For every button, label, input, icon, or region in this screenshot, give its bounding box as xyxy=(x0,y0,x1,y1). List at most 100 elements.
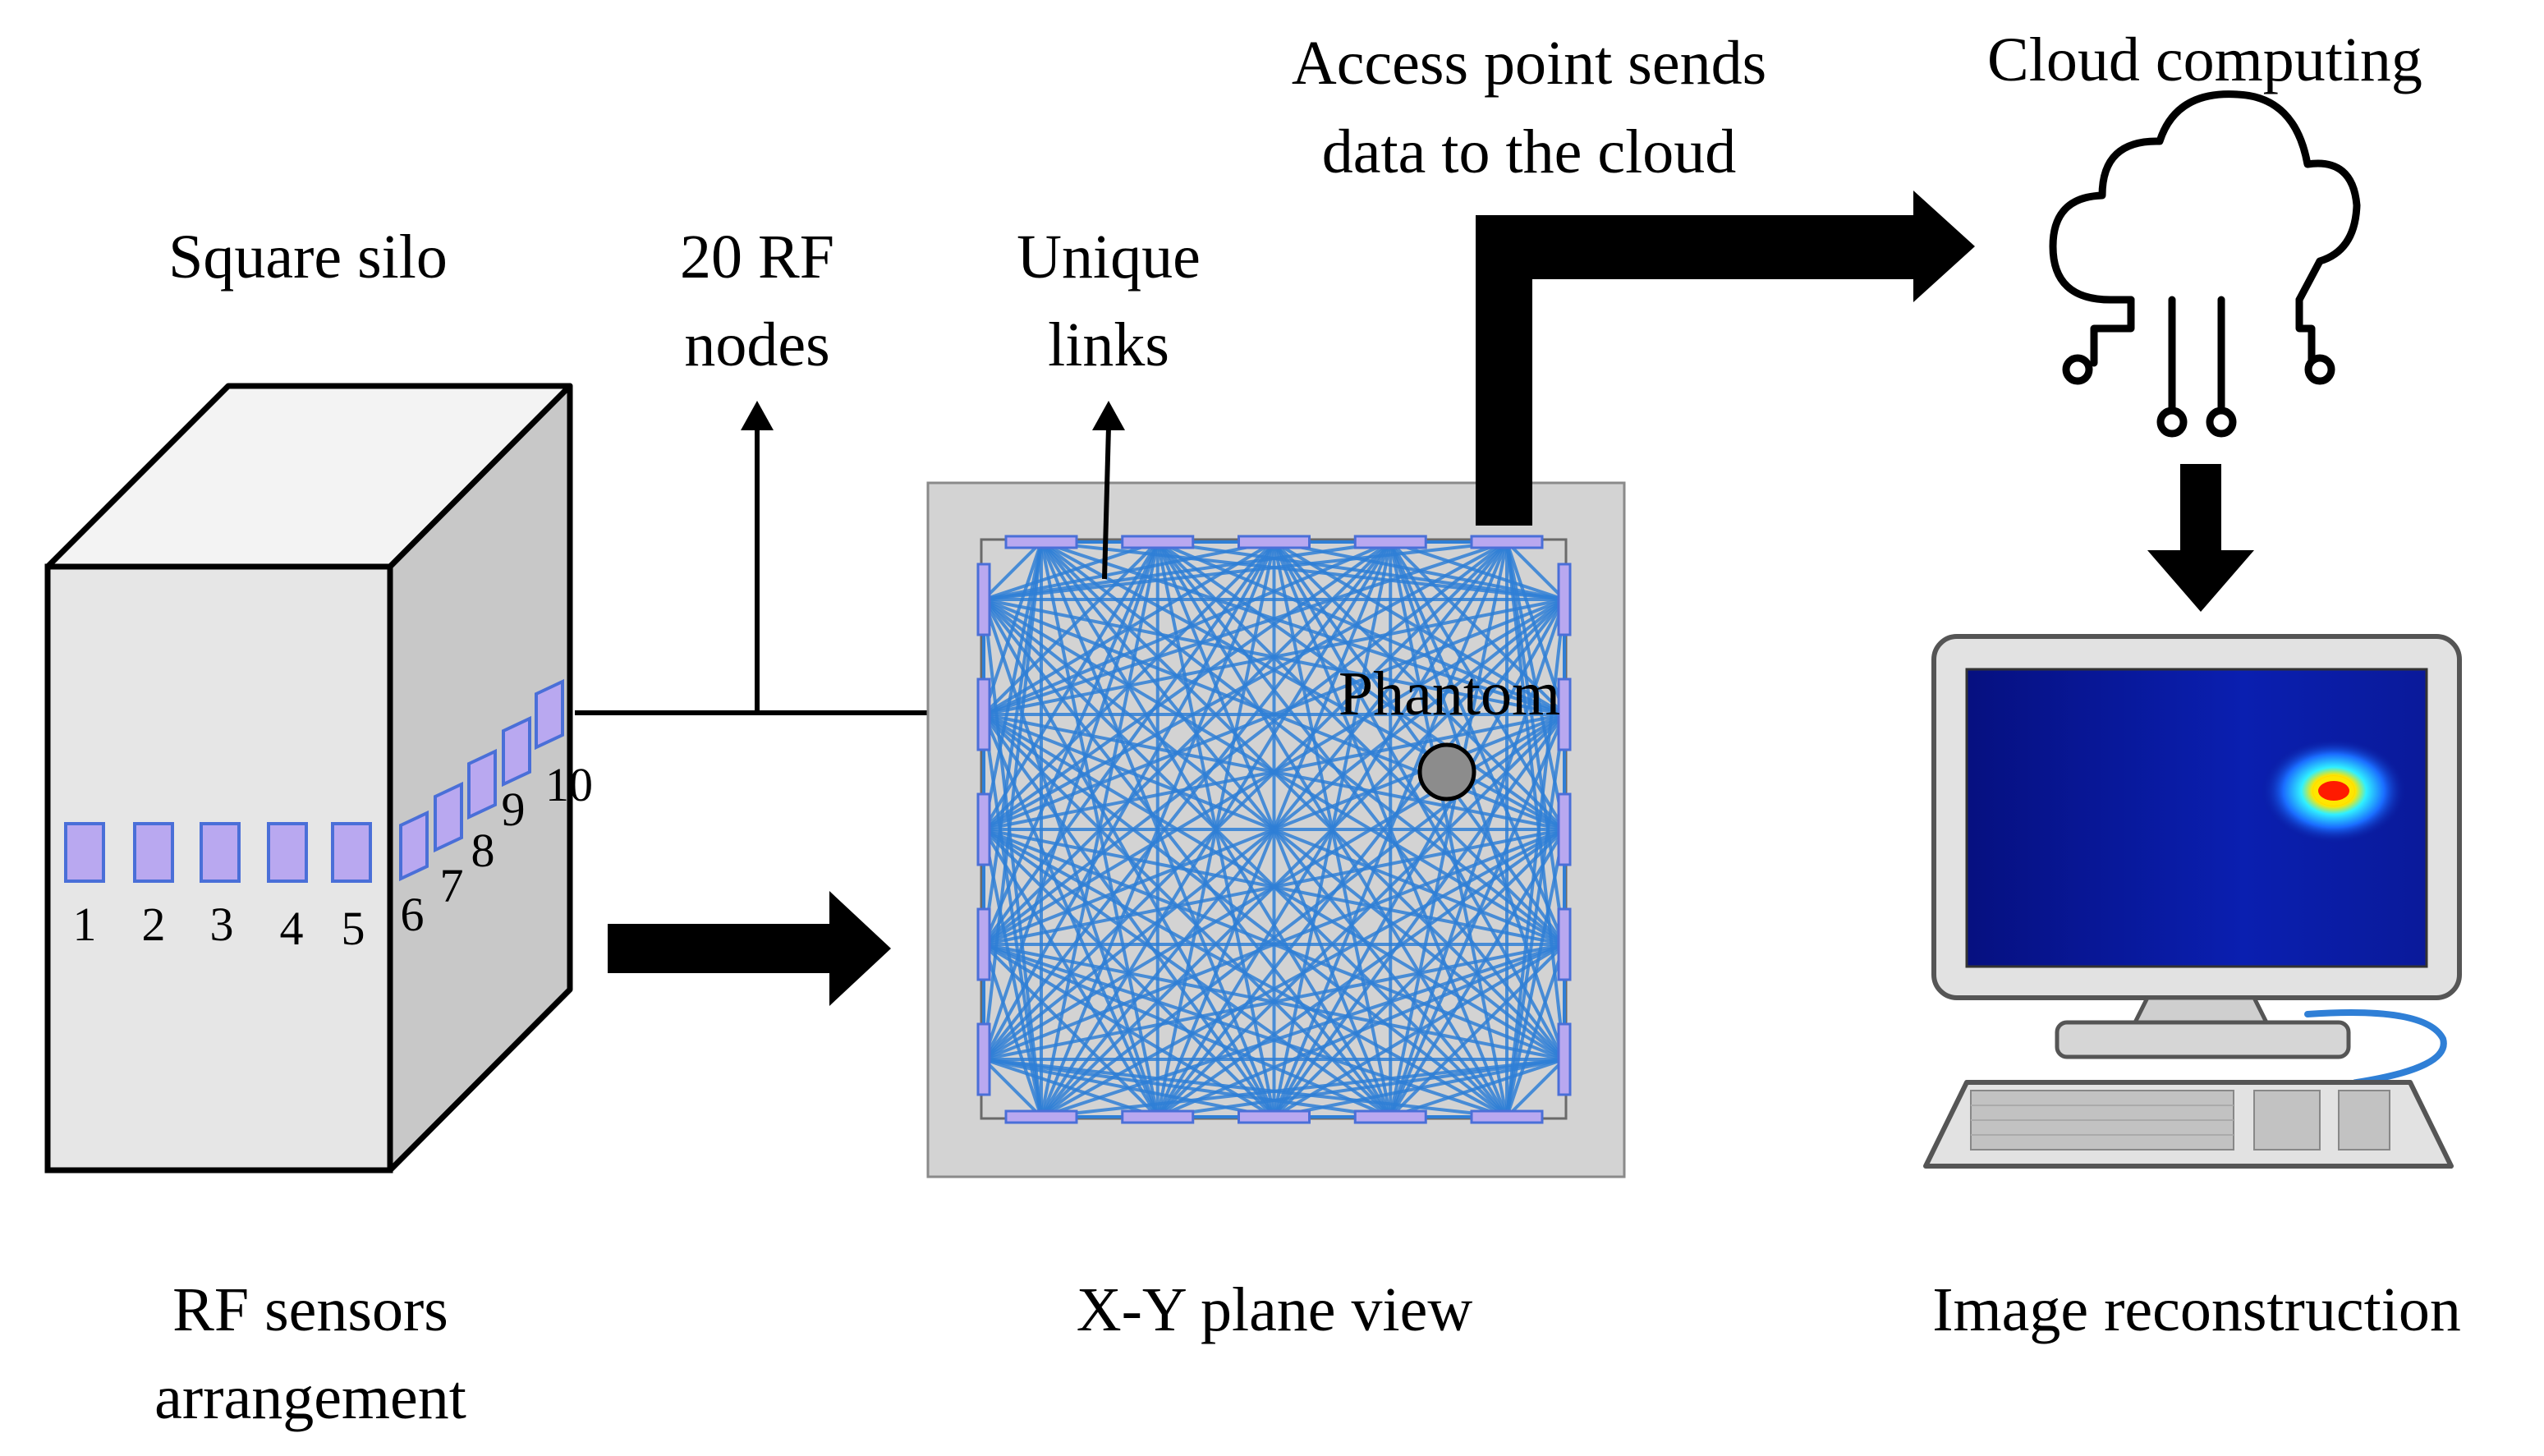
unique-link xyxy=(982,598,1392,1118)
unique-link xyxy=(982,713,1276,1118)
rf-sensor-7 xyxy=(434,781,463,853)
unique-link xyxy=(982,828,1159,1118)
rf-sensor-2 xyxy=(133,822,174,883)
rf-sensor-8 xyxy=(467,748,497,820)
unique-link xyxy=(982,828,1392,1118)
unique-link xyxy=(983,540,1274,601)
sensor-number-1: 1 xyxy=(73,898,97,951)
unique-link xyxy=(982,713,1508,1118)
rf-node-12 xyxy=(1353,1109,1427,1124)
sensor-number-7: 7 xyxy=(440,859,464,912)
unique-link xyxy=(982,944,1043,1118)
rf-nodes-connector xyxy=(575,427,977,715)
rf-node-7 xyxy=(1557,677,1572,751)
sensor-number-10: 10 xyxy=(545,758,593,811)
rf-node-4 xyxy=(1353,535,1427,549)
unique-links-arrowhead xyxy=(1092,401,1125,430)
unique-link xyxy=(983,598,1565,716)
xy-plane-view-label: X-Y plane view xyxy=(1077,1275,1473,1344)
rf-node-19 xyxy=(976,677,991,751)
front-sensors xyxy=(64,822,372,883)
rf-sensor-5 xyxy=(331,822,372,883)
unique-link xyxy=(982,714,1043,1118)
phantom-object xyxy=(1417,742,1476,801)
sensor-number-5: 5 xyxy=(342,902,365,955)
unique-link xyxy=(983,540,1391,601)
rf-sensors-label-line2: arrangement xyxy=(154,1363,466,1432)
image-reconstruction-label: Image reconstruction xyxy=(1932,1275,2461,1344)
square-silo-label: Square silo xyxy=(168,223,448,292)
rf-node-16 xyxy=(976,1022,991,1096)
mouse-cable-icon xyxy=(2304,1009,2447,1091)
rf-node-17 xyxy=(976,907,991,981)
desktop-computer-icon xyxy=(1931,634,2462,1059)
sensor-number-3: 3 xyxy=(210,898,234,951)
unique-link xyxy=(983,1058,1159,1118)
rf-node-14 xyxy=(1121,1109,1195,1124)
rf-node-11 xyxy=(1470,1109,1544,1124)
access-point-to-cloud-arrow xyxy=(1476,191,1975,526)
access-point-label-line1: Access point sends xyxy=(1292,29,1766,98)
rf-node-2 xyxy=(1121,535,1195,549)
rf-sensor-6 xyxy=(399,810,429,882)
unique-link xyxy=(982,599,1043,1118)
rf-node-10 xyxy=(1557,1022,1572,1096)
rf-sensor-10 xyxy=(535,678,564,751)
unique-link xyxy=(982,598,1566,1061)
unique-links-mesh xyxy=(982,540,1566,1118)
phantom-label: Phantom xyxy=(1339,659,1560,728)
unique-link xyxy=(982,599,1159,1118)
rf-node-8 xyxy=(1557,792,1572,866)
access-point-label-line2: data to the cloud xyxy=(1322,117,1736,186)
unique-links-label-line2: links xyxy=(1048,310,1169,379)
unique-link xyxy=(1505,944,1566,1118)
side-sensors xyxy=(399,678,564,882)
unique-link xyxy=(982,599,1276,1118)
unique-links-pointer xyxy=(1102,426,1111,580)
rf-node-18 xyxy=(976,792,991,866)
rf-sensor-1 xyxy=(64,822,105,883)
rf-sensor-4 xyxy=(267,822,308,883)
rf-sensor-9 xyxy=(502,715,531,788)
rf-node-3 xyxy=(1238,535,1311,549)
sensor-number-8: 8 xyxy=(471,824,495,877)
rf-nodes-label-line2: nodes xyxy=(684,310,829,379)
rf-node-9 xyxy=(1557,907,1572,981)
rf-node-13 xyxy=(1238,1109,1311,1124)
unique-link xyxy=(982,598,1566,946)
unique-link xyxy=(982,829,1043,1118)
monitor-base xyxy=(2055,1020,2351,1059)
unique-link xyxy=(982,598,1508,1118)
unique-link xyxy=(982,713,1392,1118)
unique-link xyxy=(1505,1058,1566,1118)
rf-node-15 xyxy=(1004,1109,1078,1124)
monitor-stand xyxy=(2131,995,2271,1025)
unique-link xyxy=(982,540,1043,601)
sensor-numbers: 1 2 3 4 5 6 7 8 9 10 xyxy=(73,758,594,955)
cloud-computing-label: Cloud computing xyxy=(1987,25,2422,94)
unique-links-label-line1: Unique xyxy=(1017,223,1201,292)
rf-sensor-3 xyxy=(200,822,241,883)
rf-node-5 xyxy=(1470,535,1544,549)
keyboard-icon xyxy=(1923,1080,2454,1169)
unique-link xyxy=(1505,540,1566,601)
unique-link xyxy=(983,540,1159,601)
unique-link xyxy=(983,1058,1391,1118)
sensor-number-2: 2 xyxy=(142,898,166,951)
unique-link xyxy=(983,540,1508,601)
rf-sensors-label-line1: RF sensors xyxy=(172,1275,448,1344)
cloud-to-computer-arrow xyxy=(2147,464,2254,612)
rf-nodes-label-line1: 20 RF xyxy=(680,223,834,292)
rf-node-20 xyxy=(976,563,991,636)
cloud-network-icon xyxy=(2049,90,2361,438)
rf-nodes-arrowhead xyxy=(741,401,774,430)
sensor-number-6: 6 xyxy=(401,888,425,941)
unique-link xyxy=(982,828,1275,1118)
unique-link xyxy=(983,828,1565,1061)
rf-node-1 xyxy=(1004,535,1078,549)
sensor-number-9: 9 xyxy=(502,783,526,836)
silo-to-plane-arrow xyxy=(608,891,891,1006)
rf-node-ring xyxy=(976,535,1572,1124)
unique-link xyxy=(982,714,1159,1118)
